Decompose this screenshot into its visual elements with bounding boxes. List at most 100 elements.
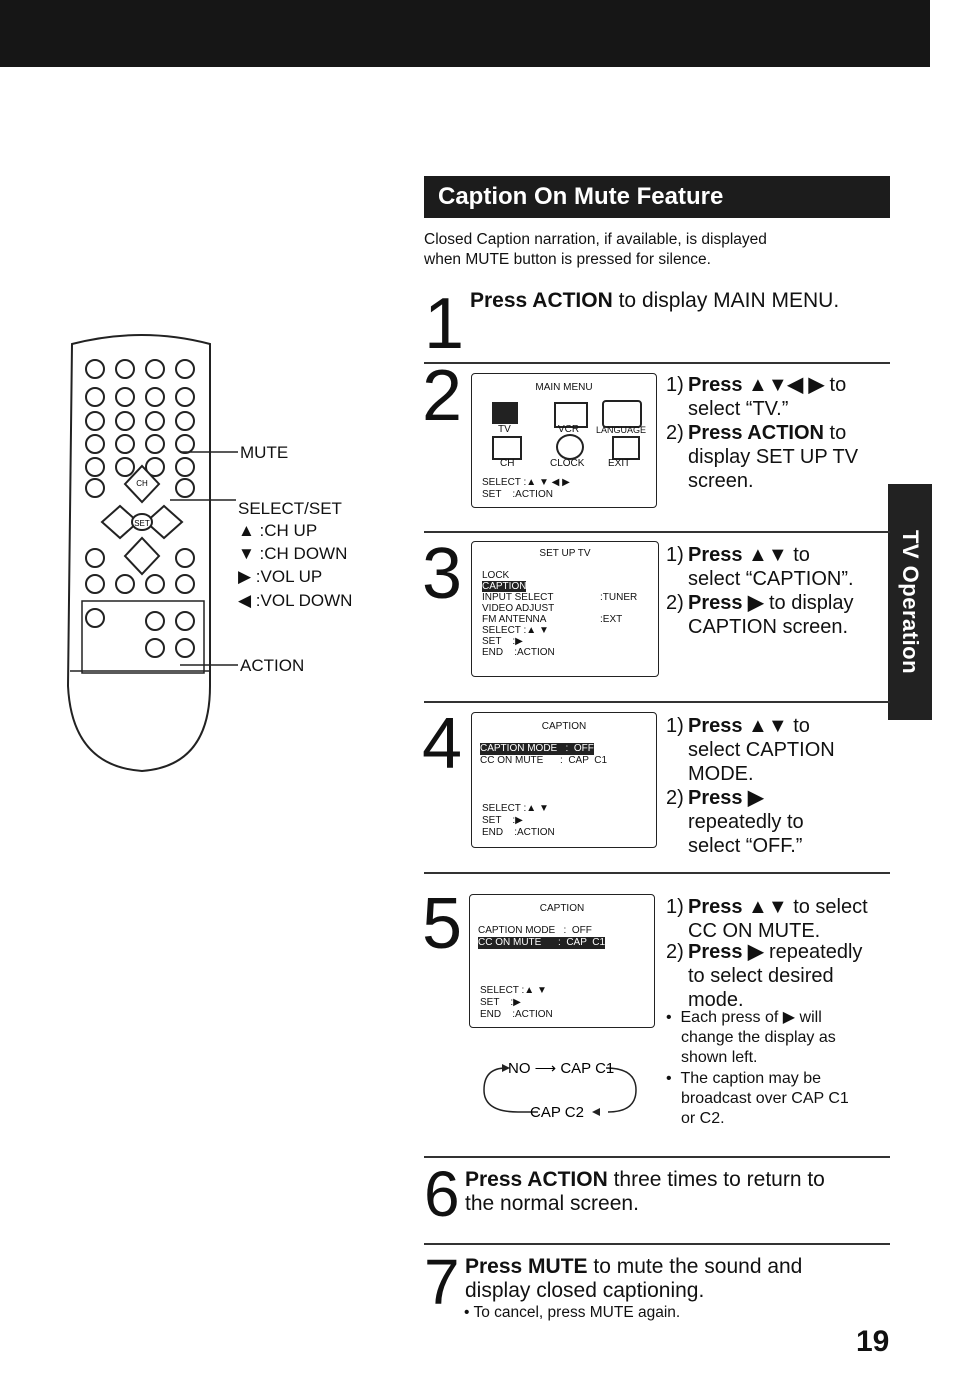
intro-line-2: when MUTE button is pressed for silence. bbox=[424, 251, 711, 268]
caption2-select: SELECT :▲ ▼ bbox=[480, 985, 547, 996]
side-tab-label: TV Operation bbox=[898, 529, 923, 675]
caption-screen-2: CAPTION CAPTION MODE : OFF CC ON MUTE : … bbox=[469, 894, 655, 1028]
step1-number: 1 bbox=[424, 284, 465, 364]
step6-bold: Press ACTION bbox=[465, 1168, 608, 1191]
step6-cont: the normal screen. bbox=[465, 1192, 639, 1215]
step5-b-cont1: to select desired bbox=[688, 965, 834, 987]
main-menu-set: SET :ACTION bbox=[482, 489, 553, 500]
bullet2-line1: The caption may be bbox=[680, 1070, 822, 1087]
step4-b-bold: Press ▶ bbox=[688, 787, 764, 809]
step4-a-cont2: MODE. bbox=[688, 763, 754, 785]
step4-sub2: 2)Press ▶ repeatedly to select “OFF.” bbox=[666, 787, 804, 857]
setup-fm-val: :EXT bbox=[600, 614, 623, 625]
caption1-select: SELECT :▲ ▼ bbox=[482, 803, 549, 814]
main-menu-screen: MAIN MENU TV VCR LANGUAGE CH CLOCK EXIT … bbox=[471, 373, 657, 508]
label-select-set: SELECT/SET bbox=[238, 499, 342, 518]
exit-label: EXIT bbox=[608, 458, 631, 469]
exit-icon bbox=[612, 436, 640, 460]
vcr-icon bbox=[554, 402, 588, 428]
step7-number: 7 bbox=[424, 1246, 460, 1318]
remote-control-illustration: SET CH bbox=[66, 334, 211, 773]
step2-a-cont: select “TV.” bbox=[688, 398, 789, 420]
main-menu-select: SELECT :▲ ▼ ◀ ▶ bbox=[482, 477, 570, 488]
caption2-rows: CAPTION MODE : OFF CC ON MUTE : CAP C1 bbox=[478, 925, 606, 949]
cycle-bottom-text: CAP C2 bbox=[530, 1104, 584, 1121]
step2-b-cont2: screen. bbox=[688, 470, 754, 492]
section-title: Caption On Mute Feature bbox=[424, 176, 890, 218]
step5-b-bold: Press ▶ bbox=[688, 941, 764, 963]
caption1-ccmute: CC ON MUTE : CAP C1 bbox=[480, 755, 608, 766]
caption2-mode: CAPTION MODE : OFF bbox=[478, 925, 592, 936]
step3-b-rest: to display bbox=[763, 592, 854, 614]
step3-number: 3 bbox=[422, 534, 463, 614]
step4-a-rest: to bbox=[787, 715, 810, 737]
divider-3 bbox=[424, 701, 890, 703]
caption-cycle-diagram: NO ⟶ CAP C1 CAP C2 bbox=[483, 1060, 637, 1121]
bullet2-line2: broadcast over CAP C1 bbox=[681, 1090, 849, 1107]
step7-rest: to mute the sound and bbox=[587, 1255, 803, 1278]
setup-input: INPUT SELECT bbox=[482, 592, 554, 603]
step3-b-bold: Press ▶ bbox=[688, 592, 764, 614]
step5-bullet1: • Each press of ▶ will change the displa… bbox=[666, 1009, 836, 1066]
step5-a-rest: to select bbox=[787, 896, 868, 918]
step2-a-rest: to bbox=[823, 374, 847, 396]
caption2-end: END :ACTION bbox=[480, 1009, 553, 1020]
label-mute: MUTE bbox=[240, 443, 289, 462]
step3-a-cont: select “CAPTION”. bbox=[688, 568, 854, 590]
step2-b-rest: to bbox=[823, 422, 847, 444]
vcr-label: VCR bbox=[558, 424, 580, 435]
label-vol-up: ▶ :VOL UP bbox=[238, 567, 323, 586]
divider-6 bbox=[424, 1243, 890, 1245]
step2-b-cont1: display SET UP TV bbox=[688, 446, 859, 468]
setup-select: SELECT :▲ ▼ bbox=[482, 625, 549, 636]
step5-a-bold: Press ▲▼ bbox=[688, 896, 788, 918]
remote-set-text: SET bbox=[134, 519, 150, 528]
caption1-title: CAPTION bbox=[541, 721, 587, 732]
step4-a-cont1: select CAPTION bbox=[688, 739, 835, 761]
setup-lock: LOCK bbox=[482, 570, 510, 581]
label-action: ACTION bbox=[240, 656, 305, 675]
setup-video: VIDEO ADJUST bbox=[482, 603, 555, 614]
bullet1-line1: Each press of ▶ will bbox=[680, 1009, 822, 1026]
caption2-set: SET :▶ bbox=[480, 997, 521, 1008]
step4-number: 4 bbox=[422, 704, 463, 784]
intro-text: Closed Caption narration, if available, … bbox=[424, 230, 864, 270]
step3-a-rest: to bbox=[787, 544, 810, 566]
step4-b-cont1: repeatedly to bbox=[688, 811, 804, 833]
caption1-rows: CAPTION MODE : OFF CC ON MUTE : CAP C1 bbox=[480, 743, 607, 767]
step6-text: Press ACTION three times to return to th… bbox=[465, 1168, 825, 1216]
setup-caption-highlight: CAPTION bbox=[482, 581, 527, 592]
caption2-title: CAPTION bbox=[539, 903, 585, 914]
step2-number: 2 bbox=[422, 356, 463, 436]
step5-number: 5 bbox=[422, 884, 463, 964]
step6-number: 6 bbox=[424, 1158, 460, 1230]
step2-a-bold: Press ▲▼◀ ▶ bbox=[688, 374, 824, 396]
intro-line-1: Closed Caption narration, if available, … bbox=[424, 231, 767, 248]
clock-label: CLOCK bbox=[550, 458, 585, 469]
setup-end: END :ACTION bbox=[482, 647, 555, 658]
step2-sub2: 2)Press ACTION to display SET UP TV scre… bbox=[666, 422, 859, 492]
step2-sub1: 1)Press ▲▼◀ ▶ to select “TV.” bbox=[666, 374, 847, 420]
tv-label: TV bbox=[498, 424, 511, 435]
step4-a-bold: Press ▲▼ bbox=[688, 715, 788, 737]
step3-a-bold: Press ▲▼ bbox=[688, 544, 788, 566]
step1-text: Press ACTION to display MAIN MENU. bbox=[470, 289, 839, 313]
caption1-end: END :ACTION bbox=[482, 827, 555, 838]
caption-screen-1: CAPTION CAPTION MODE : OFF CC ON MUTE : … bbox=[471, 712, 657, 848]
label-vol-down: ◀ :VOL DOWN bbox=[238, 591, 353, 610]
step1-bold: Press ACTION bbox=[470, 289, 613, 312]
bullet1-line2: change the display as bbox=[681, 1029, 836, 1046]
step5-sub1: 1)Press ▲▼ to select CC ON MUTE. bbox=[666, 896, 868, 942]
step5-a-cont: CC ON MUTE. bbox=[688, 920, 821, 942]
main-menu-title: MAIN MENU bbox=[535, 382, 593, 393]
tv-icon bbox=[492, 402, 518, 424]
bullet2-line3: or C2. bbox=[681, 1110, 725, 1127]
top-banner bbox=[0, 0, 930, 67]
divider-1 bbox=[424, 362, 890, 364]
caption1-keys: SELECT :▲ ▼ SET :▶ END :ACTION bbox=[482, 803, 555, 839]
step5-bullet2: • The caption may be broadcast over CAP … bbox=[666, 1070, 849, 1127]
language-icon bbox=[602, 400, 642, 428]
step2-b-bold: Press ACTION bbox=[688, 422, 824, 444]
step4-b-cont2: select “OFF.” bbox=[688, 835, 803, 857]
setup-input-val: :TUNER bbox=[600, 592, 638, 603]
